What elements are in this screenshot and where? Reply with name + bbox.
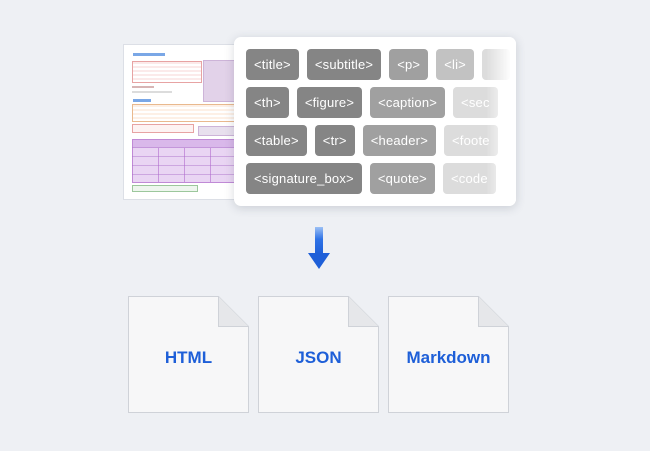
tag-chip: <quote> (369, 163, 435, 194)
tag-chip: <th> (246, 87, 289, 118)
html-label: HTML (164, 348, 213, 367)
tag-chip: <title> (246, 49, 299, 80)
tag-chip: <li> (436, 49, 474, 80)
json-file: JSON (258, 296, 379, 413)
tag-chip: <code (442, 163, 496, 194)
tag-chip: <figure> (296, 87, 363, 118)
tag-row: <signature_box><quote><code (246, 163, 510, 194)
tag-card: <title><subtitle><p><li> <th><figure><cap… (234, 37, 516, 206)
markdown-file: Markdown (388, 296, 509, 413)
file-icon (258, 296, 379, 413)
tag-chip: <tr> (314, 125, 355, 156)
source-document-thumbnail (123, 44, 245, 200)
tag-chip: <caption> (370, 87, 446, 118)
tag-chip: <p> (389, 49, 429, 80)
tag-row: <th><figure><caption><sec (246, 87, 510, 118)
tag-row: <title><subtitle><p><li> (246, 49, 510, 80)
tag-chip: <foote (443, 125, 498, 156)
down-arrow-icon (308, 227, 330, 269)
markdown-label: Markdown (406, 348, 491, 367)
tag-chip: <signature_box> (246, 163, 362, 194)
html-file: HTML (128, 296, 249, 413)
tag-chip (481, 49, 510, 80)
tag-chip: <table> (246, 125, 307, 156)
file-icon (128, 296, 249, 413)
file-icon (388, 296, 509, 413)
json-label: JSON (295, 348, 342, 367)
tag-chip: <header> (362, 125, 436, 156)
tag-rows: <title><subtitle><p><li> <th><figure><cap… (246, 49, 510, 194)
tag-chip: <sec (453, 87, 498, 118)
tag-row: <table><tr><header><foote (246, 125, 510, 156)
tag-chip: <subtitle> (306, 49, 382, 80)
